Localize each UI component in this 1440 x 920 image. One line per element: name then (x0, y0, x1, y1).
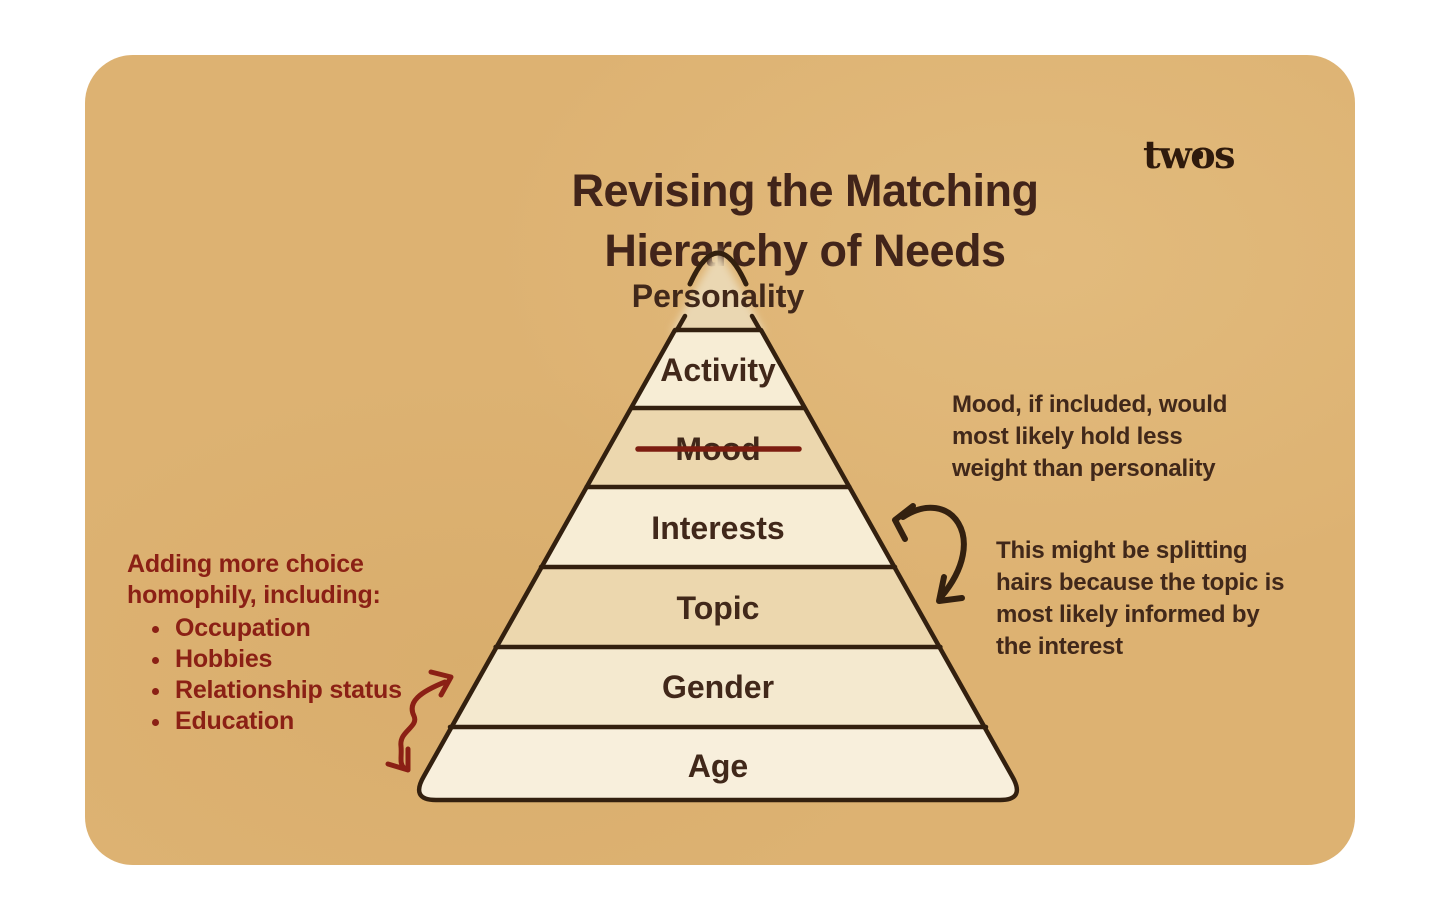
brand-logo-text: twos (1143, 132, 1236, 177)
annotation-topic-line3: most likely informed by (996, 601, 1260, 628)
pyramid-label-personality: Personality (632, 278, 805, 314)
pyramid-level-fill-interests (541, 487, 895, 567)
pyramid-label-age: Age (688, 748, 748, 784)
pyramid-right-edge-segment (749, 313, 763, 333)
annotation-homophily-intro1: Adding more choice (127, 550, 364, 578)
annotation-mood-line1: Mood, if included, would (952, 391, 1228, 418)
page-title-line2: Hierarchy of Needs (604, 225, 1006, 276)
list-item: Hobbies (173, 644, 402, 675)
annotation-mood-line3: weight than personality (952, 455, 1216, 482)
annotation-mood-line2: most likely hold less (952, 423, 1183, 450)
pyramid-level-fill-gender (450, 647, 986, 727)
list-item: Occupation (173, 613, 402, 644)
annotation-mood-note: Mood, if included, would most likely hol… (952, 389, 1227, 485)
annotation-homophily-intro2: homophily, including: (127, 581, 381, 609)
page-title-line1: Revising the Matching (571, 165, 1039, 216)
pyramid-label-interests: Interests (651, 510, 784, 546)
list-item: Relationship status (173, 675, 402, 706)
pyramid-body-outline (416, 327, 1020, 803)
pyramid-label-topic: Topic (677, 590, 760, 626)
speech-bubble-icon (1194, 151, 1203, 162)
annotation-topic-line1: This might be splitting (996, 537, 1248, 564)
interests-topic-arrow (892, 503, 967, 604)
annotation-topic-line4: the interest (996, 633, 1123, 660)
page-title: Revising the Matching Hierarchy of Needs (85, 161, 1440, 281)
homophily-arrow (385, 669, 454, 773)
arrowhead-up-left-icon (892, 503, 916, 542)
pyramid-level-fill-topic (495, 567, 941, 647)
annotation-topic-note: This might be splitting hairs because th… (996, 535, 1284, 663)
pyramid-label-gender: Gender (662, 669, 774, 705)
pyramid-label-activity: Activity (660, 352, 776, 388)
arrowhead-up-right-icon (428, 669, 454, 698)
list-item: Education (173, 706, 402, 737)
pyramid-level-fill-age (419, 727, 1017, 800)
pyramid-level-fill-activity (631, 330, 805, 408)
annotation-topic-line2: hairs because the topic is (996, 569, 1285, 596)
pyramid-level-fill-personality (671, 249, 765, 333)
interests-topic-arrow-arc (900, 504, 967, 600)
arrowhead-down-left-icon (936, 574, 965, 604)
arrowhead-down-right-icon (385, 746, 411, 773)
annotation-homophily-note: Adding more choice homophily, including:… (127, 549, 402, 737)
brand-logo: twos (1143, 132, 1236, 181)
pyramid-peak-arch (687, 250, 749, 287)
pyramid-outline (416, 250, 1020, 803)
homophily-arrow-squiggle (398, 679, 448, 771)
pyramid-left-edge-segment (674, 313, 688, 333)
homophily-bullet-list: Occupation Hobbies Relationship status E… (127, 613, 402, 737)
